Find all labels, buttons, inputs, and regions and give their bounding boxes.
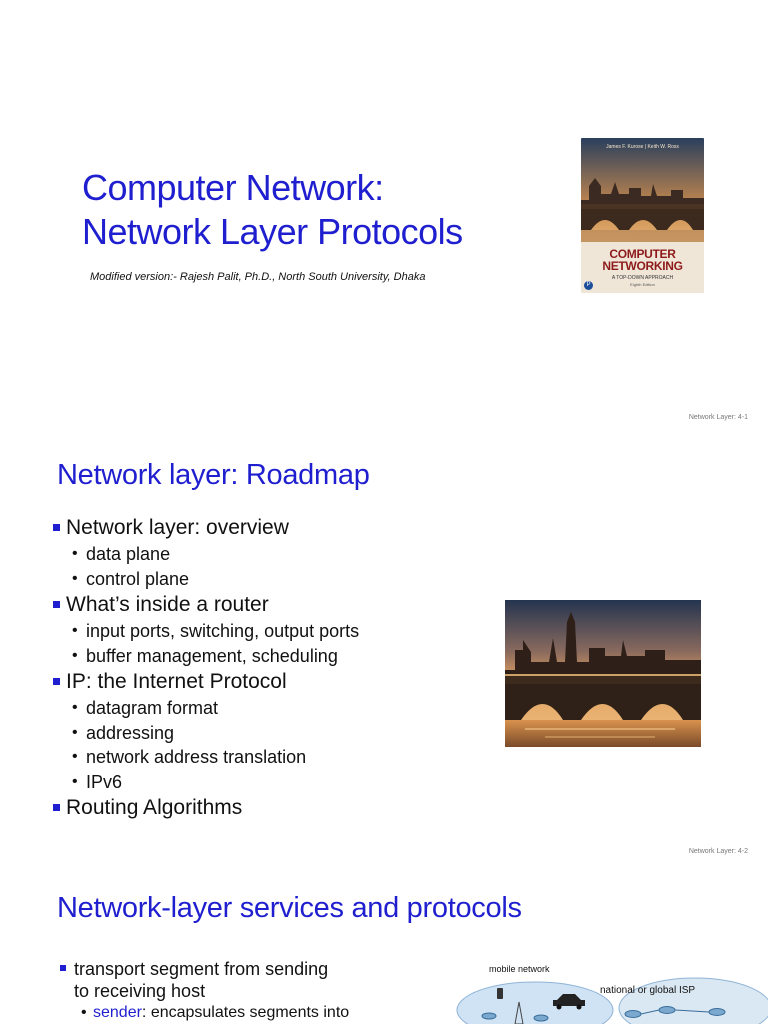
square-bullet-icon [53,524,60,531]
roadmap-item-label: IP: the Internet Protocol [66,670,287,693]
square-bullet-icon [53,601,60,608]
book-title-line2: NETWORKING [602,259,683,273]
roadmap-subitem: • datagram format [52,696,482,721]
book-title-line1: COMPUTER [609,247,676,261]
round-bullet-icon: • [81,1004,87,1021]
square-bullet-icon [53,804,60,811]
sender-term: sender [93,1004,142,1021]
slide1-subtitle: Modified version:- Rajesh Palit, Ph.D., … [90,271,426,283]
bridge-photo-image [505,600,701,747]
round-bullet-icon: • [72,646,78,664]
roadmap-subitem-label: network address translation [86,747,307,767]
roadmap-subitem-label: datagram format [86,698,219,718]
roadmap-list: Network layer: overview • data plane • contr… [52,514,482,822]
round-bullet-icon: • [72,545,78,562]
round-bullet-icon: • [72,699,78,716]
square-bullet-icon [60,965,66,971]
slide1-title-line1: Computer Network: [82,167,384,208]
slide1-title-line2: Network Layer Protocols [82,211,463,252]
roadmap-subitem: • addressing [52,721,482,746]
slide3-title: Network-layer services and protocols [57,892,522,924]
roadmap-item-label: What’s inside a router [66,593,269,616]
square-bullet-icon [53,678,60,685]
network-diagram-art [456,977,768,1029]
roadmap-item-label: Routing Algorithms [66,796,243,819]
slide1-title: Computer Network: Network Layer Protocol… [82,166,552,254]
round-bullet-icon: • [72,569,78,587]
services-bullet-1: transport segment from sending to receiv… [58,958,398,1002]
publisher-logo-icon: P [584,281,593,290]
bridge-photo-art [505,600,701,747]
roadmap-subitem: • input ports, switching, output ports [52,619,482,644]
roadmap-subitem: • data plane [52,542,482,567]
roadmap-subitem: • control plane [52,567,482,592]
book-cover-image: James F. Kurose | Keith W. Ross COMPUTER… [581,138,704,293]
isp-label: national or global ISP [600,985,696,996]
round-bullet-icon: • [72,772,78,790]
services-sub-bullet-1: • sender: encapsulates segments into [58,1002,398,1024]
roadmap-subitem-label: data plane [86,544,171,564]
round-bullet-icon: • [72,622,78,639]
book-authors: James F. Kurose | Keith W. Ross [606,144,679,150]
book-edition: Eighth Edition [630,282,655,287]
roadmap-item: Routing Algorithms [52,794,482,822]
roadmap-subitem-label: buffer management, scheduling [86,645,338,666]
roadmap-item: What’s inside a router [52,591,482,619]
round-bullet-icon: • [72,723,78,741]
roadmap-item: Network layer: overview [52,514,482,542]
mobile-network-label: mobile network [489,964,550,974]
slide1-footer: Network Layer: 4-1 [688,414,748,421]
roadmap-item: IP: the Internet Protocol [52,668,482,696]
roadmap-item-label: Network layer: overview [66,516,289,539]
slide2-title: Network layer: Roadmap [57,459,370,491]
slide2-footer: Network Layer: 4-2 [688,848,748,855]
roadmap-subitem-label: IPv6 [86,771,123,792]
roadmap-subitem-label: control plane [86,568,190,589]
round-bullet-icon: • [72,748,78,765]
roadmap-subitem: • network address translation [52,745,482,770]
services-bullet-1-line2: to receiving host [74,981,206,1001]
book-cover-art [581,138,704,293]
roadmap-subitem-label: input ports, switching, output ports [86,621,360,641]
network-diagram [455,958,768,1029]
roadmap-subitem: • buffer management, scheduling [52,644,482,669]
services-list: transport segment from sending to receiv… [58,958,398,1024]
sender-description: : encapsulates segments into [141,1004,350,1021]
roadmap-subitem: • IPv6 [52,770,482,795]
services-bullet-1-line1: transport segment from sending [74,959,329,979]
book-subtitle: A TOP-DOWN APPROACH [611,275,674,281]
roadmap-subitem-label: addressing [86,722,175,743]
